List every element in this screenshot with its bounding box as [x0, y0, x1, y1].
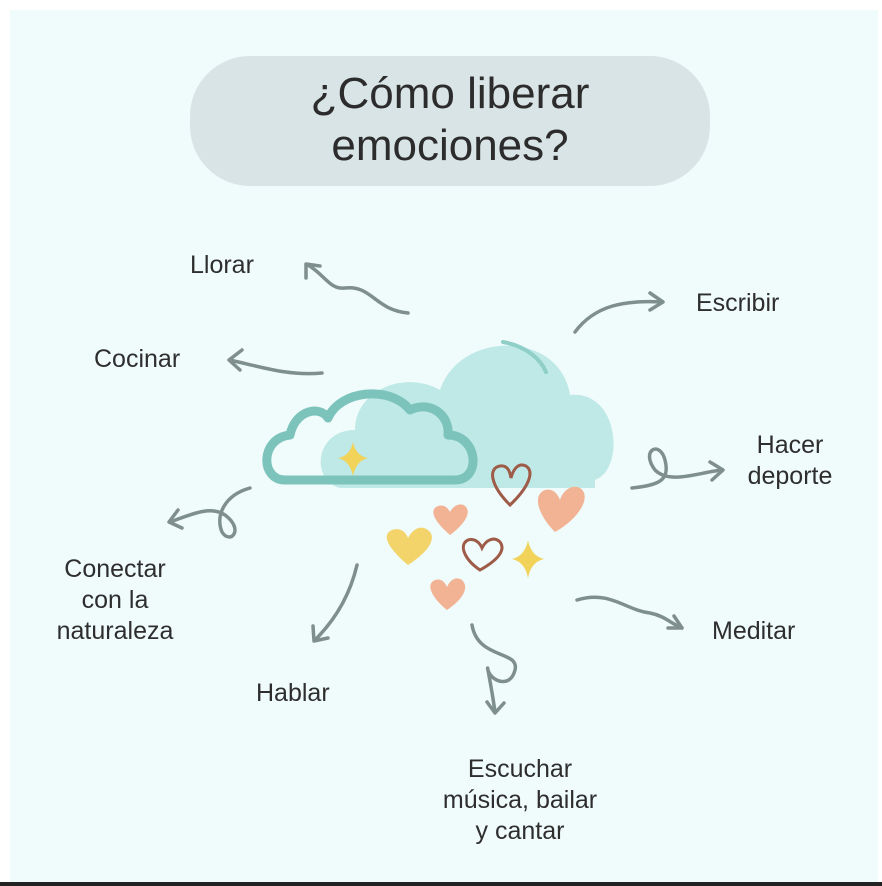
- label-conectar-line-3: naturaleza: [56, 617, 174, 645]
- arrow-icon: [575, 595, 684, 630]
- sparkle-icon: [512, 540, 544, 578]
- arrow-icon: [666, 614, 684, 630]
- arrow-icon: [313, 563, 359, 642]
- heart-icon: [461, 537, 504, 572]
- heart-icon: [430, 578, 466, 610]
- bottom-border: [0, 882, 882, 886]
- label-escuchar-line-2: música, bailar: [442, 786, 598, 814]
- label-escribir: Escribir: [696, 289, 780, 317]
- label-conectar-line-2: con la: [81, 586, 149, 614]
- label-escuchar-line-1: Escuchar: [467, 755, 573, 783]
- label-hablar: Hablar: [256, 679, 330, 707]
- heart-icon: [433, 504, 468, 535]
- title-line-2: emociones?: [331, 121, 569, 170]
- illustration: [167, 262, 725, 715]
- title-line-1: ¿Cómo liberar: [310, 69, 590, 118]
- arrow-icon: [168, 486, 252, 539]
- heart-icon: [537, 486, 585, 532]
- label-conectar: Conectar con la naturaleza: [40, 554, 190, 647]
- infographic-canvas: ¿Cómo liberar emociones?: [10, 10, 878, 882]
- arrow-icon: [485, 700, 506, 715]
- cloud-highlight-icon: [501, 340, 548, 374]
- arrow-icon: [167, 508, 184, 530]
- arrow-icon: [630, 447, 724, 490]
- label-hacer-deporte: Hacer deporte: [730, 430, 850, 492]
- heart-icon: [491, 463, 532, 508]
- label-cocinar: Cocinar: [94, 345, 181, 373]
- label-llorar: Llorar: [190, 251, 254, 279]
- label-escuchar-line-3: y cantar: [475, 817, 565, 845]
- label-hacer-deporte-line-1: Hacer: [756, 431, 824, 459]
- arrow-icon: [648, 291, 665, 312]
- arrow-icon: [304, 262, 322, 280]
- arrow-icon: [228, 358, 324, 376]
- arrow-icon: [306, 263, 410, 315]
- outline-cloud-icon: [262, 389, 478, 485]
- label-escuchar: Escuchar música, bailar y cantar: [410, 754, 630, 847]
- title-banner: [190, 56, 710, 186]
- arrow-icon: [227, 348, 244, 372]
- arrow-icon: [470, 623, 517, 714]
- arrow-icon: [573, 299, 664, 334]
- page-title: ¿Cómo liberar emociones?: [190, 68, 710, 172]
- label-meditar: Meditar: [712, 617, 796, 645]
- label-hacer-deporte-line-2: deporte: [747, 462, 833, 490]
- sparkle-icon: [338, 442, 368, 476]
- arrow-icon: [708, 460, 725, 482]
- label-conectar-line-1: Conectar: [64, 555, 166, 583]
- heart-icon: [386, 527, 432, 565]
- arrow-icon: [311, 624, 330, 643]
- cloud-icon: [320, 345, 614, 488]
